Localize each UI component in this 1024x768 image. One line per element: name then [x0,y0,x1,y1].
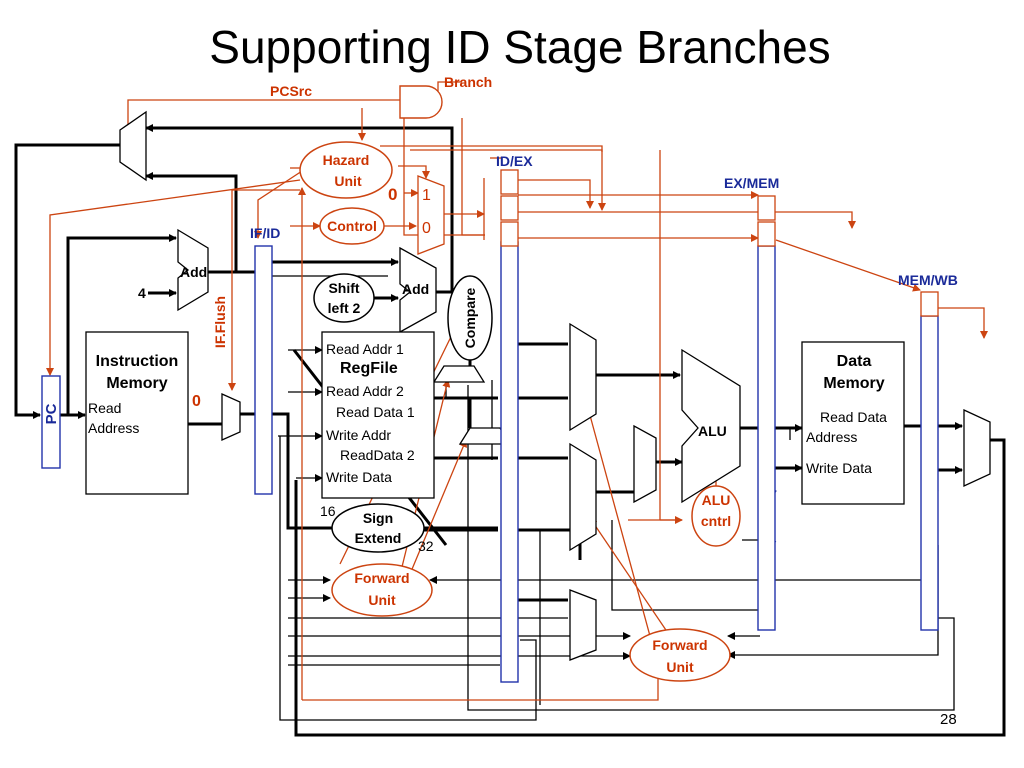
writeback-mux [963,408,991,488]
label-thirtytwo: 32 [418,538,434,554]
page-number: 28 [940,711,957,728]
label-mux-zero: 0 [422,220,431,237]
pc-adder [177,228,209,312]
id-ex-ctrl-1 [500,169,519,195]
shift-left-2 [313,273,375,323]
label-instr-mem-1: Instruction [96,353,179,370]
label-fwd-ex-2: Unit [666,659,694,675]
label-dm-address: Address [806,429,857,445]
id-ex-ctrl-2 [500,195,519,221]
label-read-data-2: ReadData 2 [340,447,415,463]
label-write-addr: Write Addr [326,427,391,443]
label-hazard-1: Hazard [323,152,370,168]
if-id-register [254,245,273,495]
label-alu-cntrl-2: cntrl [701,513,731,529]
label-if-flush: IF.Flush [212,296,228,348]
data-memory [801,341,905,505]
alu-src-mux [633,424,657,504]
slide-title: Supporting ID Stage Branches [209,21,831,73]
label-shift-2: left 2 [328,300,361,316]
label-branch: Branch [444,74,492,90]
pc-source-mux [119,110,147,182]
label-mem-wb: MEM/WB [898,272,958,288]
control-unit [319,207,385,245]
sign-extend [331,503,425,553]
pc-register [41,375,61,469]
branch-and-gate [399,85,443,119]
ex-mem-ctrl-2 [757,221,776,247]
instruction-memory [85,331,189,495]
forward-unit-ex [629,628,731,682]
hazard-unit [299,141,393,199]
mem-wb-register [920,315,939,631]
label-mux-one: 1 [422,187,431,204]
branch-adder [399,246,437,334]
label-read-address-2: Address [88,420,139,436]
label-mux-zero-red: 0 [388,185,397,204]
label-data-mem-1: Data [837,353,872,370]
label-pcsrc: PCSrc [270,83,312,99]
label-read-addr-1: Read Addr 1 [326,341,404,357]
label-read-addr-2: Read Addr 2 [326,383,404,399]
forward-unit-id [331,563,433,617]
alu-mux-b [569,442,597,552]
label-dm-read-data: Read Data [820,409,887,425]
label-instr-mem-2: Memory [106,375,167,392]
compare-mux-top [432,365,486,383]
label-id-ex: ID/EX [496,153,533,169]
label-data-mem-2: Memory [823,375,884,392]
label-alu: ALU [698,423,727,439]
alu-mux-a [569,322,597,432]
mem-wb-ctrl [920,291,939,317]
if-flush-mux [221,392,241,442]
label-add-top: Add [180,264,207,280]
label-sixteen: 16 [320,503,336,519]
label-fwd-id-2: Unit [368,592,396,608]
control-mux [417,175,445,255]
compare-unit [447,275,493,361]
label-fwd-ex-1: Forward [652,637,707,653]
alu [681,348,741,504]
label-alu-cntrl-1: ALU [702,492,731,508]
label-dm-write-data: Write Data [806,460,872,476]
id-ex-register [500,241,519,683]
label-pc: PC [43,403,60,424]
label-fwd-id-1: Forward [354,570,409,586]
label-hazard-2: Unit [334,173,362,189]
forward-lower-mux [569,589,597,661]
label-shift-1: Shift [328,280,359,296]
id-ex-ctrl-3 [500,221,519,247]
label-compare: Compare [462,287,478,348]
alu-control [691,485,741,547]
label-ex-mem: EX/MEM [724,175,779,191]
register-file [321,331,435,499]
label-add-branch: Add [402,281,429,297]
label-read-address-1: Read [88,400,121,416]
ex-mem-ctrl-1 [757,195,776,221]
label-sign-1: Sign [363,510,393,526]
label-zero-mux: 0 [192,393,201,410]
label-control: Control [327,218,377,234]
label-four: 4 [138,285,146,301]
label-sign-2: Extend [355,530,402,546]
label-if-id: IF/ID [250,225,280,241]
label-read-data-1: Read Data 1 [336,404,415,420]
label-regfile: RegFile [340,360,398,377]
compare-mux-bottom [458,427,512,445]
ex-mem-register [757,245,776,631]
label-write-data: Write Data [326,469,392,485]
